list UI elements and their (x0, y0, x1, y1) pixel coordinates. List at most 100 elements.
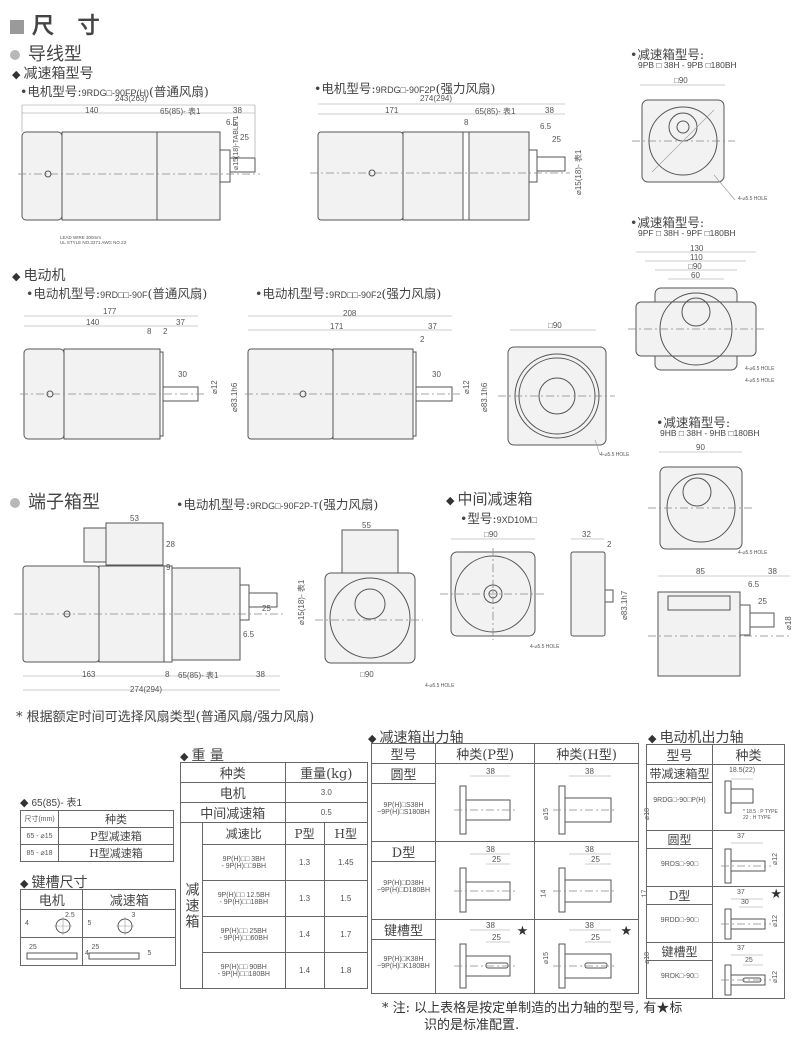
dim-box-h: 28 (166, 540, 175, 549)
dim-6.5: 6.5 (748, 580, 760, 589)
weight-p: 1.3 (284, 844, 325, 881)
intermediate-model: •型号:9XD10M□ (460, 511, 538, 526)
shaft-p-drawing: 38 ⌀15 (434, 763, 550, 842)
gear-shaft-type-cell: 圆型 9P(H)□S38H~9P(H)□S180BH (371, 763, 436, 842)
motor-shaft-type-cell: D型 9RDD□-90□ (646, 886, 713, 943)
table-row: 键槽型 9RDK□-90□ 37 25 ⌀12 (646, 942, 785, 999)
gearbox-model-heading: 减速箱型号 (12, 63, 93, 83)
keyway-table: 电机 减速箱 2.5 4 3 5 25 4 25 5 (19, 889, 176, 966)
shaft-type-label: D型 (372, 842, 435, 862)
table-row: 9P(H)□□ 12.5BH- 9P(H)□□18BH 1.3 1.5 (181, 880, 369, 917)
dim-size: □90 (674, 76, 688, 85)
svg-text:25: 25 (591, 855, 600, 864)
gear-shaft-type-cell: D型 9P(H)□D38H~9P(H)□D180BH (371, 841, 436, 920)
dim-25: 25 (758, 597, 767, 606)
keyway-gearbox-side: 25 5 (82, 937, 176, 966)
dim-key: 25 (262, 604, 271, 613)
gear-shaft-header-p: 种类(P型) (434, 743, 536, 764)
dim-shaft: 37 (176, 318, 185, 327)
weight-header-p: P型 (284, 822, 325, 845)
weight-h: 1.8 (323, 952, 369, 989)
gear-shaft-header-h: 种类(H型) (534, 743, 639, 764)
dim-hole-2: 4-⌀5.5 HOLE (745, 378, 775, 384)
drawing-gearbox-9pf (628, 251, 765, 371)
shaft-dia: ⌀12 (772, 970, 780, 984)
table-row: 9P(H)□□ 25BH- 9P(H)□□60BH 1.4 1.7 (181, 916, 369, 953)
weight-header-h: H型 (323, 822, 369, 845)
table1-cell: 65 - ⌀15 (20, 827, 59, 845)
dim-key: 25 (552, 135, 561, 144)
svg-text:38: 38 (585, 921, 594, 930)
dim-hole: 4-⌀5.5 HOLE (530, 644, 560, 650)
table1-heading: 65(85)- 表1 (20, 794, 82, 810)
table1-cell: 85 - ⌀18 (20, 844, 59, 862)
motor-shaft-header-type: 种类 (712, 744, 785, 765)
dim-step: 6.5 (243, 630, 255, 639)
keyway-header-motor: 电机 (19, 889, 84, 910)
dim-total: 243(263) (115, 94, 148, 103)
motor-shaft-header-model: 型号 (646, 744, 713, 765)
table1-header-size: 尺寸(mm) (20, 810, 59, 828)
dim-box: 55 (362, 521, 371, 530)
weight-row-value: 0.5 (284, 802, 369, 823)
weight-ratio: 9P(H)□□ 90BH- 9P(H)□□180BH (202, 952, 286, 989)
section-terminal-type: 端子箱型 (10, 488, 100, 514)
table1-cell: P型减速箱 (58, 827, 174, 845)
title-square-icon (10, 20, 24, 34)
dim-gap: 2 (420, 335, 425, 344)
gear-shaft-header-model: 型号 (371, 743, 436, 764)
drawing-intermediate-gearbox (440, 538, 614, 640)
dim-step: 6.5 (540, 122, 552, 131)
weight-h: 1.7 (323, 916, 369, 953)
table-row: 圆型 9P(H)□S38H~9P(H)□S180BH 38 ⌀15 38 ⌀18 (371, 763, 651, 842)
gear-shaft-heading: 减速箱出力轴 (368, 727, 463, 747)
drawing-gearbox-9pb (632, 84, 736, 201)
dim-hole: 4-⌀5.5 HOLE (600, 452, 630, 458)
dim-38: 38 (768, 567, 777, 576)
svg-text:38: 38 (585, 767, 594, 776)
svg-text:38: 38 (486, 767, 495, 776)
dim-box-w: 53 (130, 514, 139, 523)
dim-85: 85 (696, 567, 705, 576)
svg-text:25: 25 (492, 855, 501, 864)
shaft-len: 18.5(22) (729, 767, 756, 774)
keyway-header-gearbox: 减速箱 (82, 889, 176, 910)
dim-flange: 8 (165, 670, 170, 679)
weight-ratio: 9P(H)□□ 12.5BH- 9P(H)□□18BH (202, 880, 286, 917)
table-row: 9P(H)□□ 90BH- 9P(H)□□180BH 1.4 1.8 (181, 952, 369, 989)
keyway-gearbox-width: 3 (131, 912, 136, 919)
motor-shaft-heading: 电动机出力轴 (648, 727, 743, 747)
dim-60: 60 (691, 271, 700, 280)
dim-body: 171 (385, 106, 399, 115)
weight-header-kg: 重量(kg) (284, 762, 369, 783)
motor-shaft-type-cell: 带减速箱型 9RDG□-90□P(H) (646, 764, 713, 831)
shaft-h-drawing: 38 ⌀18 (534, 763, 651, 842)
dim-flange: 8 (147, 327, 152, 336)
dim-110: 110 (690, 253, 703, 262)
dim-box-gap: 9 (166, 563, 171, 572)
gearbox-view-2-range: 9PF □ 38H - 9PF □180BH (638, 228, 736, 238)
dim-gap: 2 (163, 327, 168, 336)
shaft-model: 9RDS□-90□ (660, 861, 699, 868)
drawing-terminal-motor (14, 522, 423, 691)
gearbox-view-3-label: •减速箱型号: (656, 415, 731, 430)
dim-step: 6.5 (226, 118, 238, 127)
shaft-key: 30 (741, 899, 749, 906)
motor-shaft-drawing: 37 25 ⌀12 (712, 942, 785, 999)
gearbox-view-2-label: •减速箱型号: (630, 215, 705, 230)
weight-h: 1.5 (323, 880, 369, 917)
dim-key: 25 (240, 133, 249, 142)
footnote: * 注: 以上表格是按定单制造的出力轴的型号, 有★标 识的是标准配置. (382, 1001, 683, 1033)
dim-hole: 4-⌀5.5 HOLE (738, 196, 768, 202)
weight-row-value: 3.0 (284, 782, 369, 803)
shaft-models: 9P(H)□D38H~9P(H)□D180BH (376, 880, 431, 894)
dim-total: 177 (103, 307, 117, 316)
keyway-gearbox-cell: 3 5 (82, 909, 176, 938)
motor-shaft-type-cell: 键槽型 9RDK□-90□ (646, 942, 713, 999)
dim-width: 32 (582, 530, 591, 539)
